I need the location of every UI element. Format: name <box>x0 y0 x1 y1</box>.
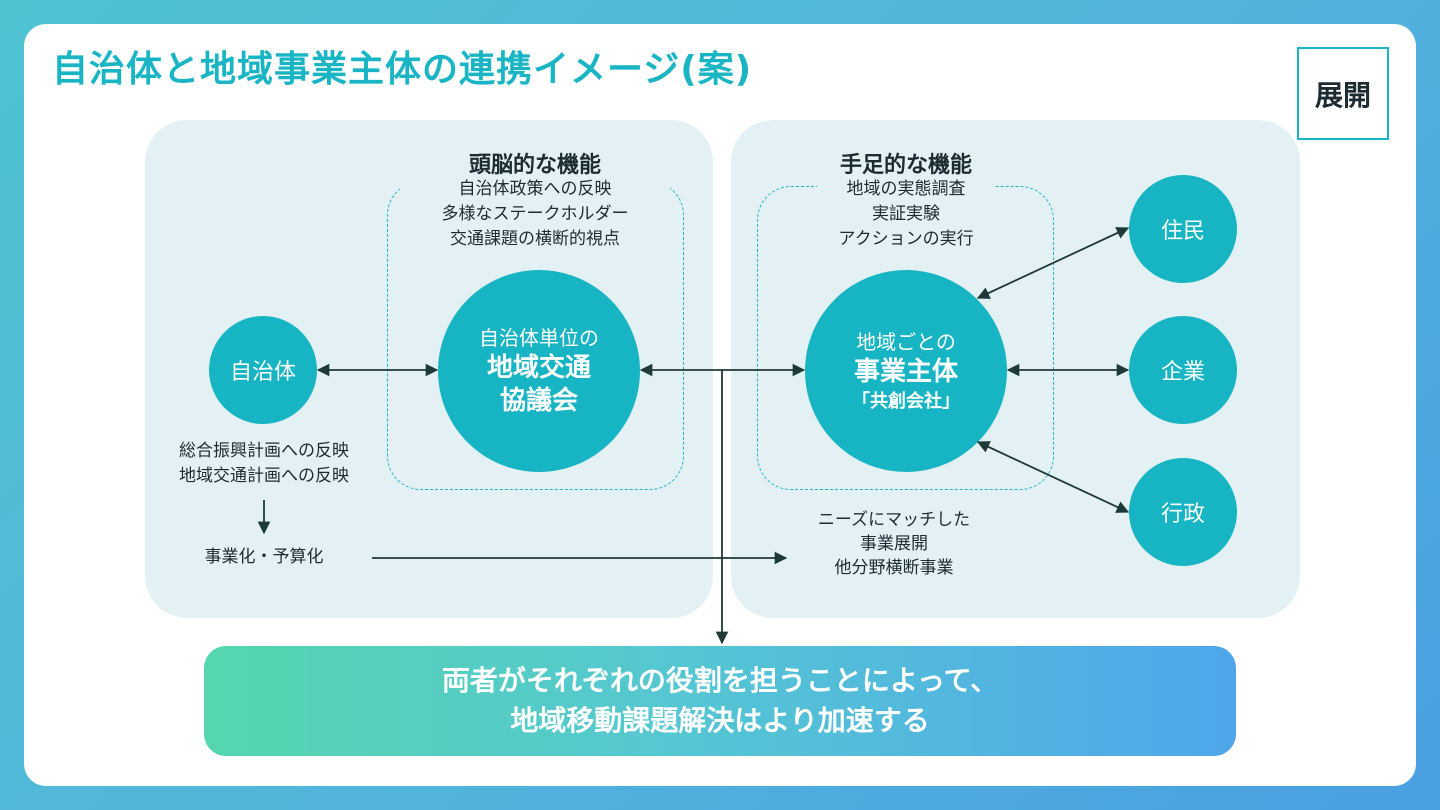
administration-node: 行政 <box>1129 458 1237 566</box>
regional-business-entity-node: 地域ごとの 事業主体 「共創会社」 <box>805 270 1007 472</box>
entity-line3: 「共創会社」 <box>852 390 960 412</box>
heading-backdrop <box>400 177 670 253</box>
limb-function-heading: 手足的な機能 <box>839 153 972 178</box>
limb-item-experiment: 実証実験 <box>872 204 940 224</box>
reflect-transport-plan: 地域交通計画への反映 <box>179 466 349 486</box>
page-title: 自治体と地域事業主体の連携イメージ(案) <box>52 49 753 90</box>
regional-transport-council-node: 自治体単位の 地域交通 協議会 <box>438 270 640 472</box>
brain-function-heading: 頭脳的な機能 <box>468 153 601 178</box>
outcome-cross-field: 他分野横断事業 <box>834 558 954 578</box>
brain-item-stakeholders: 多様なステークホルダー <box>441 204 629 224</box>
municipality-label: 自治体 <box>229 360 296 385</box>
outcome-text: ニーズにマッチした 事業展開 他分野横断事業 <box>790 508 998 580</box>
conclusion-line2: 地域移動課題解決はより加速する <box>510 704 930 737</box>
conclusion-banner: 両者がそれぞれの役割を担うことによって、 地域移動課題解決はより加速する <box>204 646 1236 756</box>
municipality-node: 自治体 <box>209 316 317 424</box>
heading-backdrop-right <box>817 177 995 253</box>
residents-node: 住民 <box>1129 175 1237 283</box>
plan-reflection-text: 総合振興計画への反映 地域交通計画への反映 <box>150 439 378 489</box>
conclusion-line1: 両者がそれぞれの役割を担うことによって、 <box>441 664 999 697</box>
entity-line1: 地域ごとの <box>856 329 956 354</box>
budgeting-label: 事業化・予算化 <box>204 547 324 567</box>
reflect-general-plan: 総合振興計画への反映 <box>179 441 349 461</box>
administration-label: 行政 <box>1160 502 1205 527</box>
brain-function-list: 自治体政策への反映 多様なステークホルダー 交通課題の横断的視点 <box>400 177 670 252</box>
outcome-business: 事業展開 <box>860 534 928 554</box>
companies-label: 企業 <box>1160 360 1205 385</box>
limb-item-action: アクションの実行 <box>838 229 974 249</box>
council-line1: 自治体単位の <box>479 326 599 350</box>
companies-node: 企業 <box>1129 316 1237 424</box>
brain-item-cross-view: 交通課題の横断的視点 <box>450 229 620 249</box>
council-line2: 地域交通 <box>486 353 591 383</box>
residents-label: 住民 <box>1160 219 1205 244</box>
outcome-needs: ニーズにマッチした <box>817 510 971 530</box>
limb-item-survey: 地域の実態調査 <box>846 179 966 199</box>
limb-function-list: 地域の実態調査 実証実験 アクションの実行 <box>806 177 1006 252</box>
council-line3: 協議会 <box>499 386 578 416</box>
category-tag: 展開 <box>1297 47 1389 140</box>
entity-line2: 事業主体 <box>853 356 958 387</box>
brain-item-policy: 自治体政策への反映 <box>458 179 612 199</box>
